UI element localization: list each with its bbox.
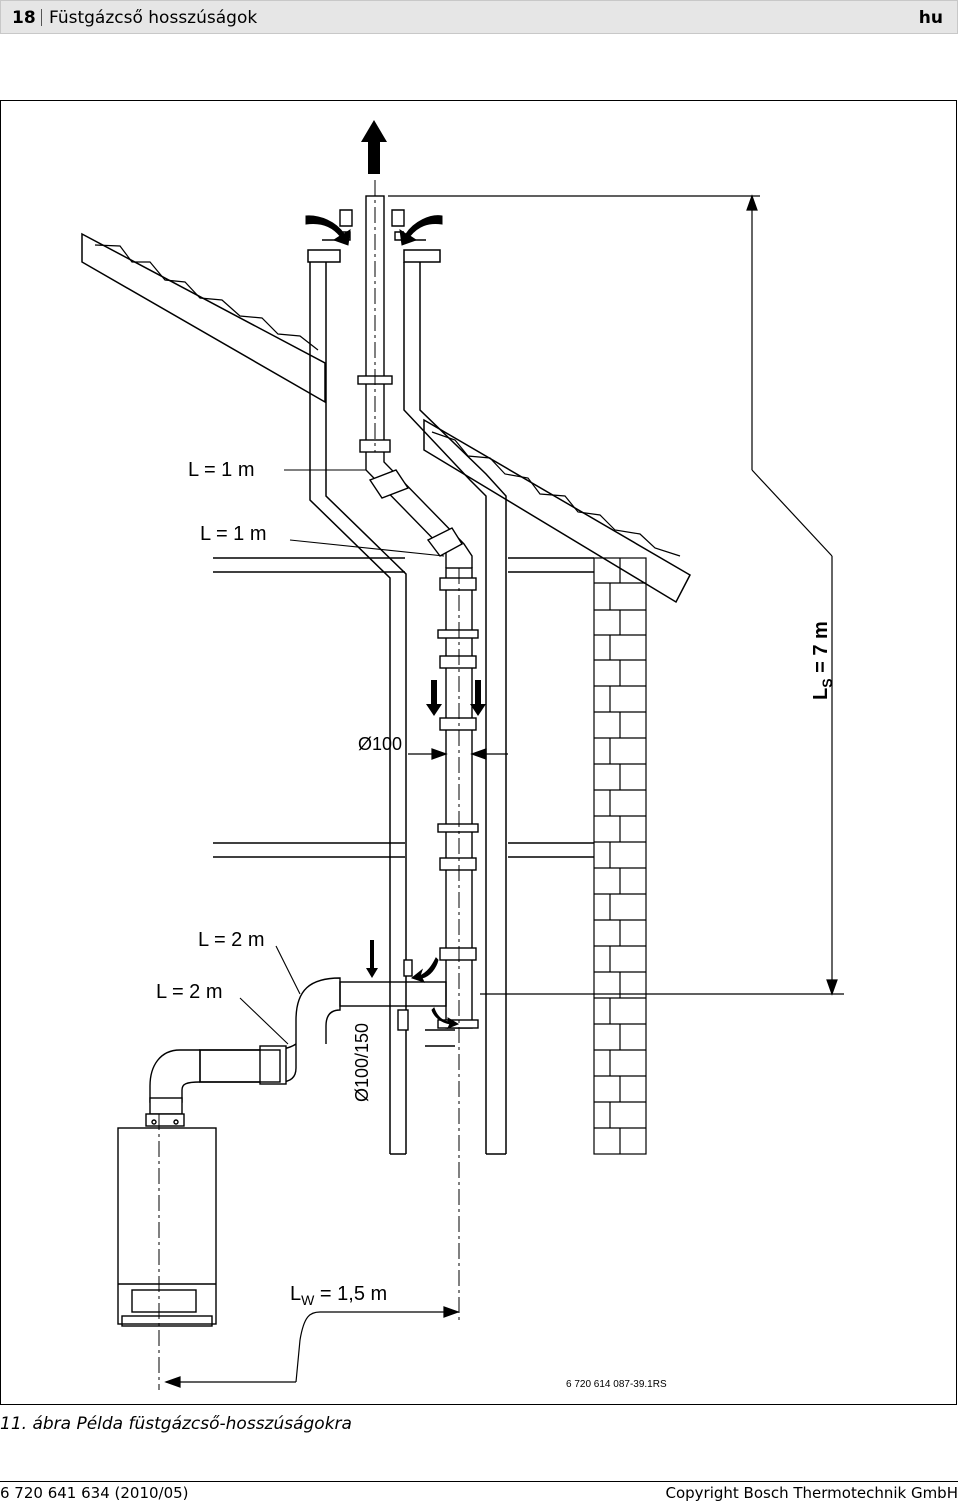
label-dia100-150: Ø100/150 — [352, 1023, 372, 1102]
page-header: 18 Füstgázcső hosszúságok hu — [0, 0, 958, 34]
header-divider — [41, 9, 42, 26]
label-l2-upper: L = 2 m — [198, 929, 265, 951]
label-l2-lower: L = 2 m — [156, 981, 223, 1003]
svg-text:LS = 7 m: LS = 7 m — [810, 621, 835, 700]
footer-divider — [0, 1481, 958, 1482]
label-lw: LW = 1,5 m — [290, 1283, 387, 1308]
level-marker-arrow — [366, 940, 378, 978]
connection-arrows — [410, 957, 460, 1029]
leader-lines — [239, 469, 445, 1045]
flue-pipe-lower — [437, 567, 479, 1029]
figure-border — [0, 100, 957, 1405]
label-l1-upper: L = 1 m — [188, 459, 255, 481]
language-code: hu — [918, 8, 943, 28]
floor-slabs — [213, 557, 594, 1047]
page-number: 18 — [12, 8, 36, 28]
boiler-unit — [117, 1119, 217, 1327]
chimney-cap — [322, 209, 426, 241]
right-roof — [423, 418, 691, 604]
label-l1-lower: L = 1 m — [200, 523, 267, 545]
brick-wall — [593, 557, 647, 1155]
section-title: Füstgázcső hosszúságok — [49, 8, 258, 28]
flue-pipe-inclined — [365, 452, 473, 568]
copyright-notice: Copyright Bosch Thermotechnik GmbH — [665, 1484, 959, 1502]
air-inlet-arrows — [305, 215, 443, 246]
drawing-code: 6 720 614 087-39.1RS — [566, 1379, 667, 1390]
lw-dimension — [164, 1306, 460, 1388]
exhaust-arrow — [361, 120, 387, 174]
flue-diagram: L = 1 m L = 1 m Ø100 L = 2 m L = 2 m Ø10… — [0, 100, 957, 1405]
horizontal-flue — [145, 959, 447, 1127]
dia100-dimension — [408, 748, 508, 760]
label-ls: LS = 7 m — [810, 621, 835, 700]
document-number: 6 720 641 634 (2010/05) — [0, 1484, 189, 1502]
label-dia100: Ø100 — [358, 734, 402, 754]
left-roof — [81, 232, 326, 404]
figure-caption: 11. ábra Példa füstgázcső-hosszúságokra — [0, 1414, 352, 1434]
chimney-shaft — [307, 249, 507, 1155]
air-downflow-arrows — [426, 680, 486, 716]
ls-dimension — [388, 194, 844, 996]
